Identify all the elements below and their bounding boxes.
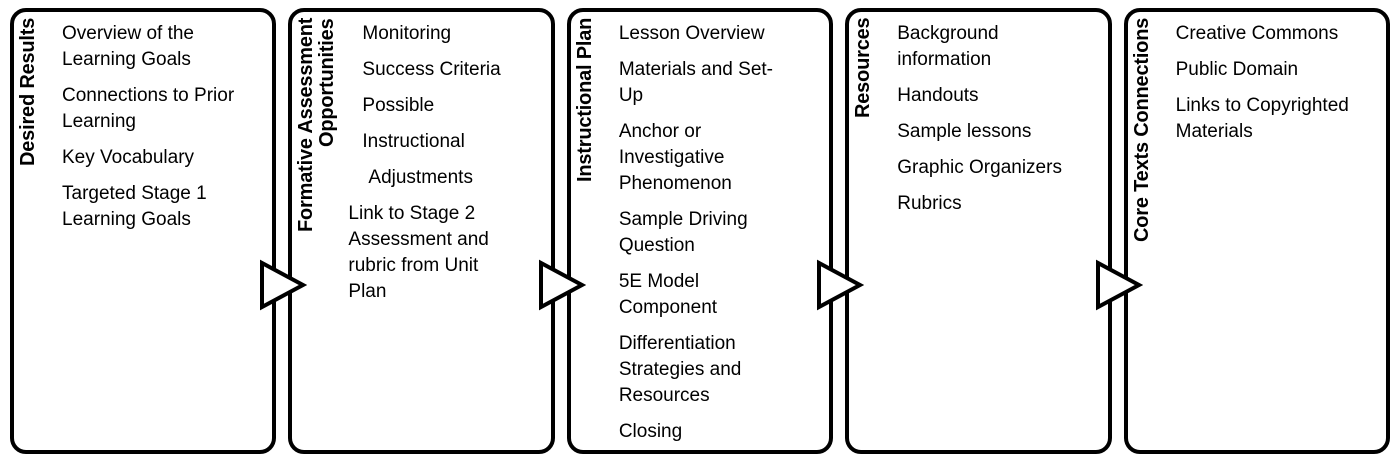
- list-item: Handouts: [897, 85, 979, 106]
- stage-items: Overview of the Learning Goals Connectio…: [54, 12, 272, 450]
- arrow-right-icon: [260, 259, 307, 311]
- arrow-right-icon: [539, 259, 586, 311]
- stage-box-desired-results: Desired Results Overview of the Learning…: [10, 8, 277, 454]
- list-item: Adjustments: [368, 167, 473, 188]
- stage-items: Monitoring Success Criteria Possible Ins…: [340, 12, 550, 450]
- stage-label-column: Instructional Plan: [571, 12, 611, 450]
- stage-box-core-texts-connections: Core Texts Connections Creative Commons …: [1123, 8, 1391, 454]
- stage-row: Desired Results Overview of the Learning…: [10, 8, 1391, 454]
- arrow-right-icon: [1096, 259, 1143, 311]
- list-item: Sample Driving Question: [618, 209, 748, 256]
- stage-label-column: Desired Results: [14, 12, 54, 450]
- list-item: Differentiation Strategies and Resources: [618, 333, 742, 406]
- list-item: Creative Commons: [1175, 23, 1339, 44]
- stage-items: Lesson Overview Materials and Set- Up An…: [611, 12, 829, 450]
- stage-label: Formative Assessment Opportunities: [295, 18, 339, 233]
- list-item: Overview of the Learning Goals: [62, 23, 194, 70]
- list-item: Lesson Overview: [618, 23, 765, 44]
- stage-label: Core Texts Connections: [1130, 18, 1153, 243]
- stage-box-formative-assessment-opportunities: Formative Assessment Opportunities Monit…: [288, 8, 555, 454]
- list-item: Sample lessons: [897, 121, 1032, 142]
- list-item: Key Vocabulary: [62, 147, 195, 168]
- stage-items: Background information Handouts Sample l…: [889, 12, 1107, 450]
- stage-label-column: Formative Assessment Opportunities: [292, 12, 340, 450]
- stage-label-column: Core Texts Connections: [1128, 12, 1168, 450]
- list-item: Closing: [618, 421, 683, 442]
- list-item: Graphic Organizers: [897, 157, 1062, 178]
- stage-box-instructional-plan: Instructional Plan Lesson Overview Mater…: [566, 8, 834, 454]
- list-item: 5E Model Component: [618, 271, 718, 318]
- list-item: Connections to Prior Learning: [62, 85, 235, 132]
- arrow-right-icon: [817, 259, 864, 311]
- list-item: Targeted Stage 1 Learning Goals: [62, 183, 207, 230]
- list-item: Public Domain: [1175, 59, 1299, 80]
- list-item: Rubrics: [897, 193, 962, 214]
- list-item: Monitoring: [362, 23, 452, 44]
- stage-label: Desired Results: [17, 18, 39, 167]
- list-item: Link to Stage 2 Assessment and rubric fr…: [348, 203, 489, 302]
- stage-box-resources: Resources Background information Handout…: [845, 8, 1112, 454]
- stage-items: Creative Commons Public Domain Links to …: [1168, 12, 1386, 450]
- list-item: Possible: [362, 95, 435, 116]
- list-item: Anchor or Investigative Phenomenon: [618, 121, 732, 194]
- stage-label: Instructional Plan: [573, 18, 596, 183]
- list-item: Success Criteria: [362, 59, 501, 80]
- stage-label-column: Resources: [849, 12, 889, 450]
- list-item: Instructional: [362, 131, 465, 152]
- list-item: Materials and Set- Up: [618, 59, 773, 106]
- list-item: Links to Copyrighted Materials: [1175, 95, 1349, 142]
- list-item: Background information: [897, 23, 999, 70]
- stage-label: Resources: [852, 18, 875, 119]
